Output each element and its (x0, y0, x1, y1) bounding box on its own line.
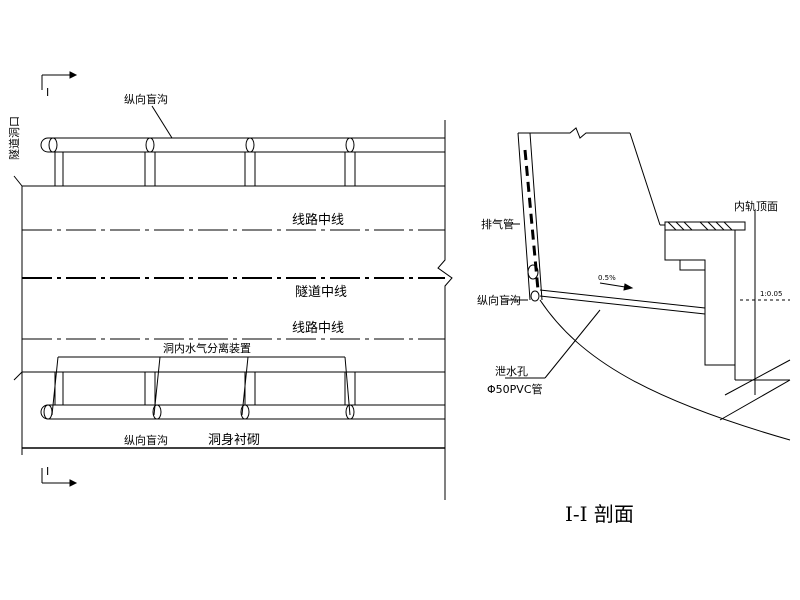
bottom-blind-ditch (40, 372, 445, 420)
route-centerline-bottom-label: 线路中线 (292, 320, 344, 336)
portal-edge (13, 175, 23, 448)
section-title: I-I 剖面 (565, 502, 634, 526)
separator-label: 洞内水气分离装置 (163, 341, 251, 355)
ditch-pipe (527, 264, 539, 280)
section-top-break (518, 127, 630, 139)
tunnel-centerline-label: 隧道中线 (295, 284, 347, 300)
section-ditch-label: 纵向盲沟 (477, 293, 521, 307)
section-mark-bottom-label: I (46, 465, 49, 478)
excavation-profile (539, 132, 791, 441)
drain-hole-label: 泄水孔 (495, 365, 528, 378)
plan-view (13, 71, 453, 500)
top-blind-ditch (40, 105, 445, 186)
ditch-label-top: 纵向盲沟 (124, 92, 168, 106)
ratio-label: 1:0.05 (760, 290, 782, 298)
exhaust-pipe-label: 排气管 (481, 217, 514, 231)
rail-slab (664, 221, 746, 231)
drain-pipe-label: Φ50PVC管 (487, 382, 543, 396)
plan-break-line (437, 120, 453, 500)
rail-top-label: 内轨顶面 (734, 199, 778, 213)
slope-label: 0.5% (598, 274, 616, 282)
portal-label: 隧道洞口 (7, 116, 21, 160)
ditch-label-bottom: 纵向盲沟 (124, 433, 168, 447)
section-mark-top-label: I (46, 86, 49, 99)
section-view (505, 127, 791, 441)
section-mark-bottom (41, 468, 78, 487)
section-mark-top (41, 71, 78, 90)
separator-device (51, 356, 351, 416)
route-centerline-top-label: 线路中线 (292, 212, 344, 228)
lining-label: 洞身衬砌 (208, 432, 260, 448)
